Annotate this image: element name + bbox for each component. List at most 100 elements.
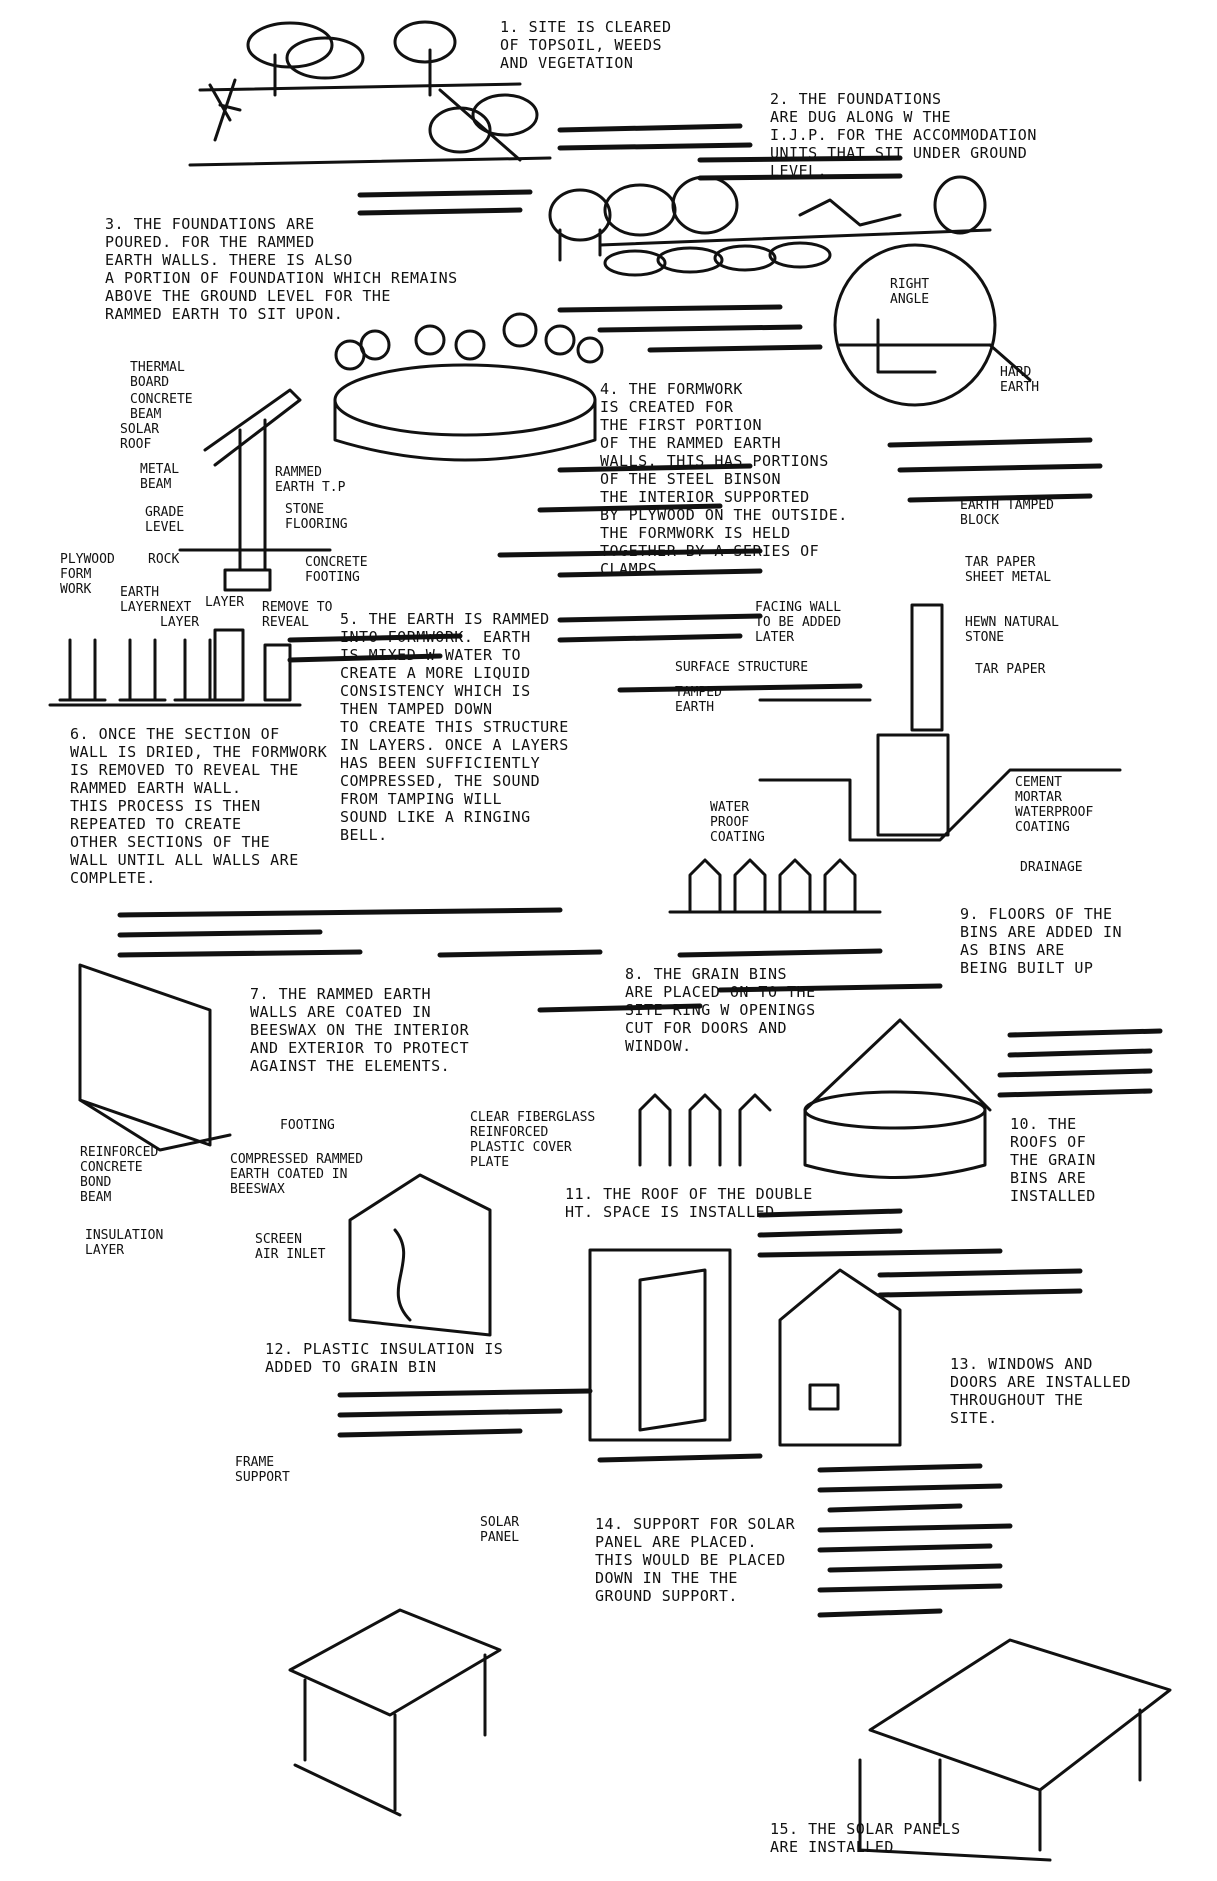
label-screen-air-inlet: SCREEN AIR INLET bbox=[255, 1232, 326, 1262]
label-solar-roof: SOLAR ROOF bbox=[120, 422, 160, 452]
label-thermal-board: THERMAL BOARD bbox=[130, 360, 185, 390]
pen-stroke bbox=[817, 1483, 1003, 1493]
label-reinforced-beam: REINFORCED CONCRETE BOND BEAM bbox=[80, 1145, 159, 1205]
label-stone-flooring: STONE FLOORING bbox=[285, 502, 348, 532]
step-13-note: 13. WINDOWS AND DOORS ARE INSTALLED THRO… bbox=[950, 1355, 1132, 1427]
step-8-note: 8. THE GRAIN BINS ARE PLACED ON TO THE S… bbox=[625, 965, 816, 1055]
pen-stroke bbox=[877, 1288, 1083, 1298]
label-concrete-footing: CONCRETE FOOTING bbox=[305, 555, 368, 585]
rammed-earth-wall-sketch bbox=[78, 963, 232, 1152]
solar-installation-sketch bbox=[858, 1638, 1172, 1862]
pen-stroke bbox=[337, 1428, 523, 1438]
pen-stroke bbox=[817, 1463, 983, 1473]
step-15-note: 15. THE SOLAR PANELS ARE INSTALLED bbox=[770, 1820, 961, 1856]
label-hewn-stone: HEWN NATURAL STONE bbox=[965, 615, 1059, 645]
pen-stroke bbox=[337, 1408, 563, 1418]
label-earth-layer: EARTH LAYER bbox=[120, 585, 160, 615]
pen-stroke bbox=[557, 304, 783, 313]
step-4-note: 4. THE FORMWORK IS CREATED FOR THE FIRST… bbox=[600, 380, 848, 578]
label-layer: LAYER bbox=[205, 595, 245, 610]
pen-stroke bbox=[597, 324, 803, 333]
label-rock: ROCK bbox=[148, 552, 180, 567]
step-5-note: 5. THE EARTH IS RAMMED INTO FORMWORK. EA… bbox=[340, 610, 569, 844]
step-6-note: 6. ONCE THE SECTION OF WALL IS DRIED, TH… bbox=[70, 725, 328, 887]
label-grade-level: GRADE LEVEL bbox=[145, 505, 185, 535]
label-facing-wall: FACING WALL TO BE ADDED LATER bbox=[755, 600, 842, 645]
step-9-note: 9. FLOORS OF THE BINS ARE ADDED IN AS BI… bbox=[960, 905, 1123, 977]
pen-stroke bbox=[117, 907, 563, 918]
label-tar-paper-sheet-metal: TAR PAPER SHEET METAL bbox=[965, 555, 1052, 585]
pen-stroke bbox=[877, 1268, 1083, 1278]
pen-stroke bbox=[557, 613, 763, 623]
pen-stroke bbox=[997, 1088, 1153, 1098]
pen-stroke bbox=[677, 948, 883, 958]
door-sketch bbox=[588, 1248, 732, 1442]
step-1-note: 1. SITE IS CLEARED OF TOPSOIL, WEEDS AND… bbox=[500, 18, 672, 72]
pen-stroke bbox=[717, 983, 943, 993]
pen-stroke bbox=[287, 653, 443, 663]
label-remove-to-reveal: REMOVE TO REVEAL bbox=[262, 600, 333, 630]
label-cement-mortar: CEMENT MORTAR WATERPROOF COATING bbox=[1015, 775, 1094, 835]
excavation-sketch bbox=[548, 175, 992, 277]
label-plywood-form: PLYWOOD FORM WORK bbox=[60, 552, 115, 597]
pen-stroke bbox=[337, 1388, 593, 1398]
label-tar-paper: TAR PAPER bbox=[975, 662, 1046, 677]
pen-stroke bbox=[817, 1523, 1013, 1533]
label-water-proof: WATER PROOF COATING bbox=[710, 800, 765, 845]
filler-pen-lines bbox=[117, 123, 1163, 1618]
pen-stroke bbox=[757, 1248, 1003, 1258]
label-compressed-earth: COMPRESSED RAMMED EARTH COATED IN BEESWA… bbox=[230, 1152, 364, 1197]
label-earth-tamped-block: EARTH TAMPED BLOCK bbox=[960, 498, 1054, 528]
pen-stroke bbox=[557, 568, 763, 578]
pen-stroke bbox=[617, 683, 863, 693]
pen-stroke bbox=[287, 633, 463, 643]
pen-stroke bbox=[557, 142, 753, 151]
label-fiberglass-plate: CLEAR FIBERGLASS REINFORCED PLASTIC COVE… bbox=[470, 1110, 596, 1170]
step-7-note: 7. THE RAMMED EARTH WALLS ARE COATED IN … bbox=[250, 985, 470, 1075]
pen-stroke bbox=[357, 207, 523, 216]
pen-stroke bbox=[557, 633, 743, 643]
step-14-note: 14. SUPPORT FOR SOLAR PANEL ARE PLACED. … bbox=[595, 1515, 796, 1605]
solar-frame-sketch bbox=[288, 1608, 502, 1817]
pen-stroke bbox=[897, 463, 1103, 473]
pen-stroke bbox=[437, 949, 603, 958]
step-10-note: 10. THE ROOFS OF THE GRAIN BINS ARE INST… bbox=[1010, 1115, 1096, 1205]
pen-stroke bbox=[357, 189, 533, 198]
pen-stroke bbox=[117, 949, 363, 958]
step-3-note: 3. THE FOUNDATIONS ARE POURED. FOR THE R… bbox=[105, 215, 458, 323]
pen-stroke bbox=[697, 155, 903, 163]
pen-stroke bbox=[1007, 1028, 1163, 1038]
grain-bin-roof-sketch bbox=[638, 1018, 992, 1179]
insulated-bin-sketch bbox=[348, 1173, 492, 1337]
pen-stroke bbox=[817, 1583, 1003, 1593]
pen-stroke bbox=[887, 437, 1093, 448]
pen-stroke bbox=[907, 493, 1093, 503]
right-angle-detail bbox=[833, 243, 1032, 407]
pen-stroke bbox=[537, 1003, 703, 1013]
pen-stroke bbox=[557, 463, 753, 473]
step-2-note: 2. THE FOUNDATIONS ARE DUG ALONG W THE I… bbox=[770, 90, 1037, 180]
pen-stroke bbox=[537, 503, 723, 513]
label-tamped-earth: TAMPED EARTH bbox=[675, 685, 722, 715]
pen-stroke bbox=[827, 1563, 1003, 1573]
wall-section-detail bbox=[178, 388, 332, 592]
pen-stroke bbox=[827, 1503, 963, 1513]
label-frame-support: FRAME SUPPORT bbox=[235, 1455, 290, 1485]
pen-stroke bbox=[697, 173, 903, 181]
pen-stroke bbox=[817, 1543, 993, 1553]
label-next-layer: NEXT LAYER bbox=[160, 600, 200, 630]
label-surface-structure: SURFACE STRUCTURE bbox=[675, 660, 809, 675]
window-bin-sketch bbox=[778, 1268, 902, 1447]
pen-stroke bbox=[817, 1608, 943, 1618]
formwork-stages-sketch bbox=[48, 628, 302, 707]
pen-stroke bbox=[557, 123, 743, 133]
pen-stroke bbox=[757, 1228, 903, 1238]
step-11-note: 11. THE ROOF OF THE DOUBLE HT. SPACE IS … bbox=[565, 1185, 813, 1221]
pen-stroke bbox=[1007, 1048, 1153, 1058]
label-right-angle: RIGHT ANGLE bbox=[890, 277, 930, 307]
pen-stroke bbox=[497, 548, 763, 558]
label-solar-panel: SOLAR PANEL bbox=[480, 1515, 520, 1545]
pen-stroke bbox=[997, 1068, 1153, 1078]
